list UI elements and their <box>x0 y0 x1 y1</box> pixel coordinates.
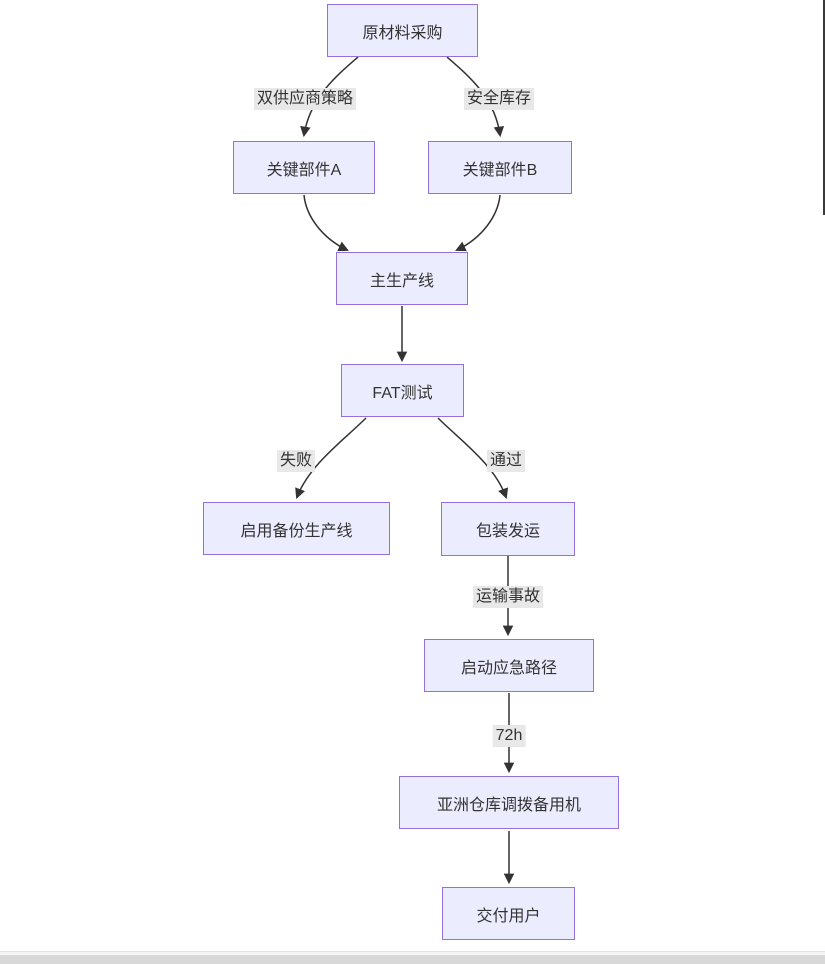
node-label: 启用备份生产线 <box>240 522 353 540</box>
node-main-production-line: 主生产线 <box>336 252 468 305</box>
node-asia-warehouse-backup: 亚洲仓库调拨备用机 <box>399 776 619 829</box>
node-label: 关键部件B <box>462 161 538 179</box>
edge-label-72h: 72h <box>492 725 526 747</box>
node-label: 原材料采购 <box>362 24 443 42</box>
edge-part-a-to-main <box>303 194 349 252</box>
node-label: 主生产线 <box>369 272 434 290</box>
node-label: 亚洲仓库调拨备用机 <box>436 796 581 814</box>
horizontal-scrollbar[interactable] <box>0 951 825 964</box>
node-raw-material-procurement: 原材料采购 <box>327 4 478 57</box>
node-key-part-a: 关键部件A <box>233 141 375 194</box>
edge-fat-to-pack <box>437 417 509 499</box>
node-label: 交付用户 <box>476 907 541 925</box>
edge-label-fail: 失败 <box>276 450 316 472</box>
edge-label-safety-stock: 安全库存 <box>463 88 535 110</box>
edge-part-b-to-main <box>455 194 501 252</box>
node-packing-shipping: 包装发运 <box>441 502 575 556</box>
edge-label-transport-accident: 运输事故 <box>472 586 544 608</box>
node-deliver-user: 交付用户 <box>442 887 575 940</box>
node-label: 包装发运 <box>475 523 540 540</box>
node-emergency-path: 启动应急路径 <box>424 639 594 692</box>
node-fat-test: FAT测试 <box>341 364 464 417</box>
node-label: FAT测试 <box>372 384 433 402</box>
node-key-part-b: 关键部件B <box>428 141 572 194</box>
node-backup-production-line: 启用备份生产线 <box>203 502 390 555</box>
node-label: 启动应急路径 <box>460 659 557 677</box>
window-edge-line <box>823 0 825 215</box>
edge-fat-to-backup <box>295 417 367 499</box>
node-label: 关键部件A <box>266 161 342 179</box>
edge-label-dual-supplier-strategy: 双供应商策略 <box>253 88 357 110</box>
edge-label-pass: 通过 <box>486 450 526 472</box>
